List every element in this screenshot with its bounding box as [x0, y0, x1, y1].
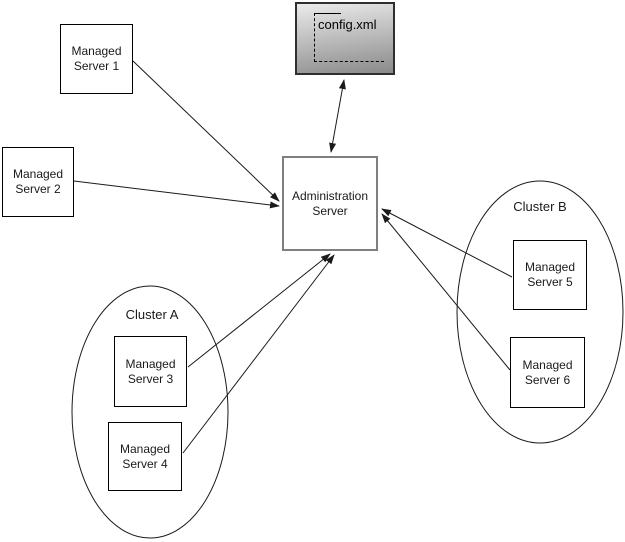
edge-ms3-admin — [187, 253, 331, 368]
document-outline-icon — [314, 13, 384, 62]
managed-server-5-label: Managed Server 5 — [524, 260, 576, 289]
managed-server-1-node: Managed Server 1 — [60, 24, 133, 94]
managed-server-2-label: Managed Server 2 — [12, 167, 64, 196]
managed-server-4-node: Managed Server 4 — [108, 422, 182, 491]
managed-server-2-node: Managed Server 2 — [2, 147, 74, 217]
managed-server-3-node: Managed Server 3 — [114, 336, 187, 407]
administration-server-label: Administration Server — [291, 188, 369, 218]
managed-server-4-label: Managed Server 4 — [119, 441, 171, 471]
cluster-b-ellipse — [456, 180, 624, 444]
managed-server-6-label: Managed Server 6 — [522, 357, 573, 387]
cluster-a-ellipse — [71, 285, 229, 539]
edge-admin-config — [329, 79, 346, 153]
config-file-label: config.xml — [318, 17, 377, 32]
managed-server-5-node: Managed Server 5 — [513, 240, 587, 310]
edge-ms4-admin — [182, 254, 335, 454]
document-outline-top-icon — [314, 13, 341, 14]
config-file-node: config.xml — [295, 2, 395, 75]
edge-ms2-admin — [73, 180, 280, 209]
edge-ms6-admin — [381, 213, 511, 371]
cluster-b-label: Cluster B — [513, 199, 567, 214]
cluster-a-label: Cluster A — [125, 307, 179, 322]
edge-ms5-admin — [381, 208, 513, 278]
managed-server-3-label: Managed Server 3 — [125, 356, 176, 386]
edge-ms1-admin — [132, 60, 280, 202]
administration-server-node: Administration Server — [282, 156, 378, 251]
managed-server-1-label: Managed Server 1 — [71, 44, 122, 73]
managed-server-6-node: Managed Server 6 — [510, 337, 585, 408]
